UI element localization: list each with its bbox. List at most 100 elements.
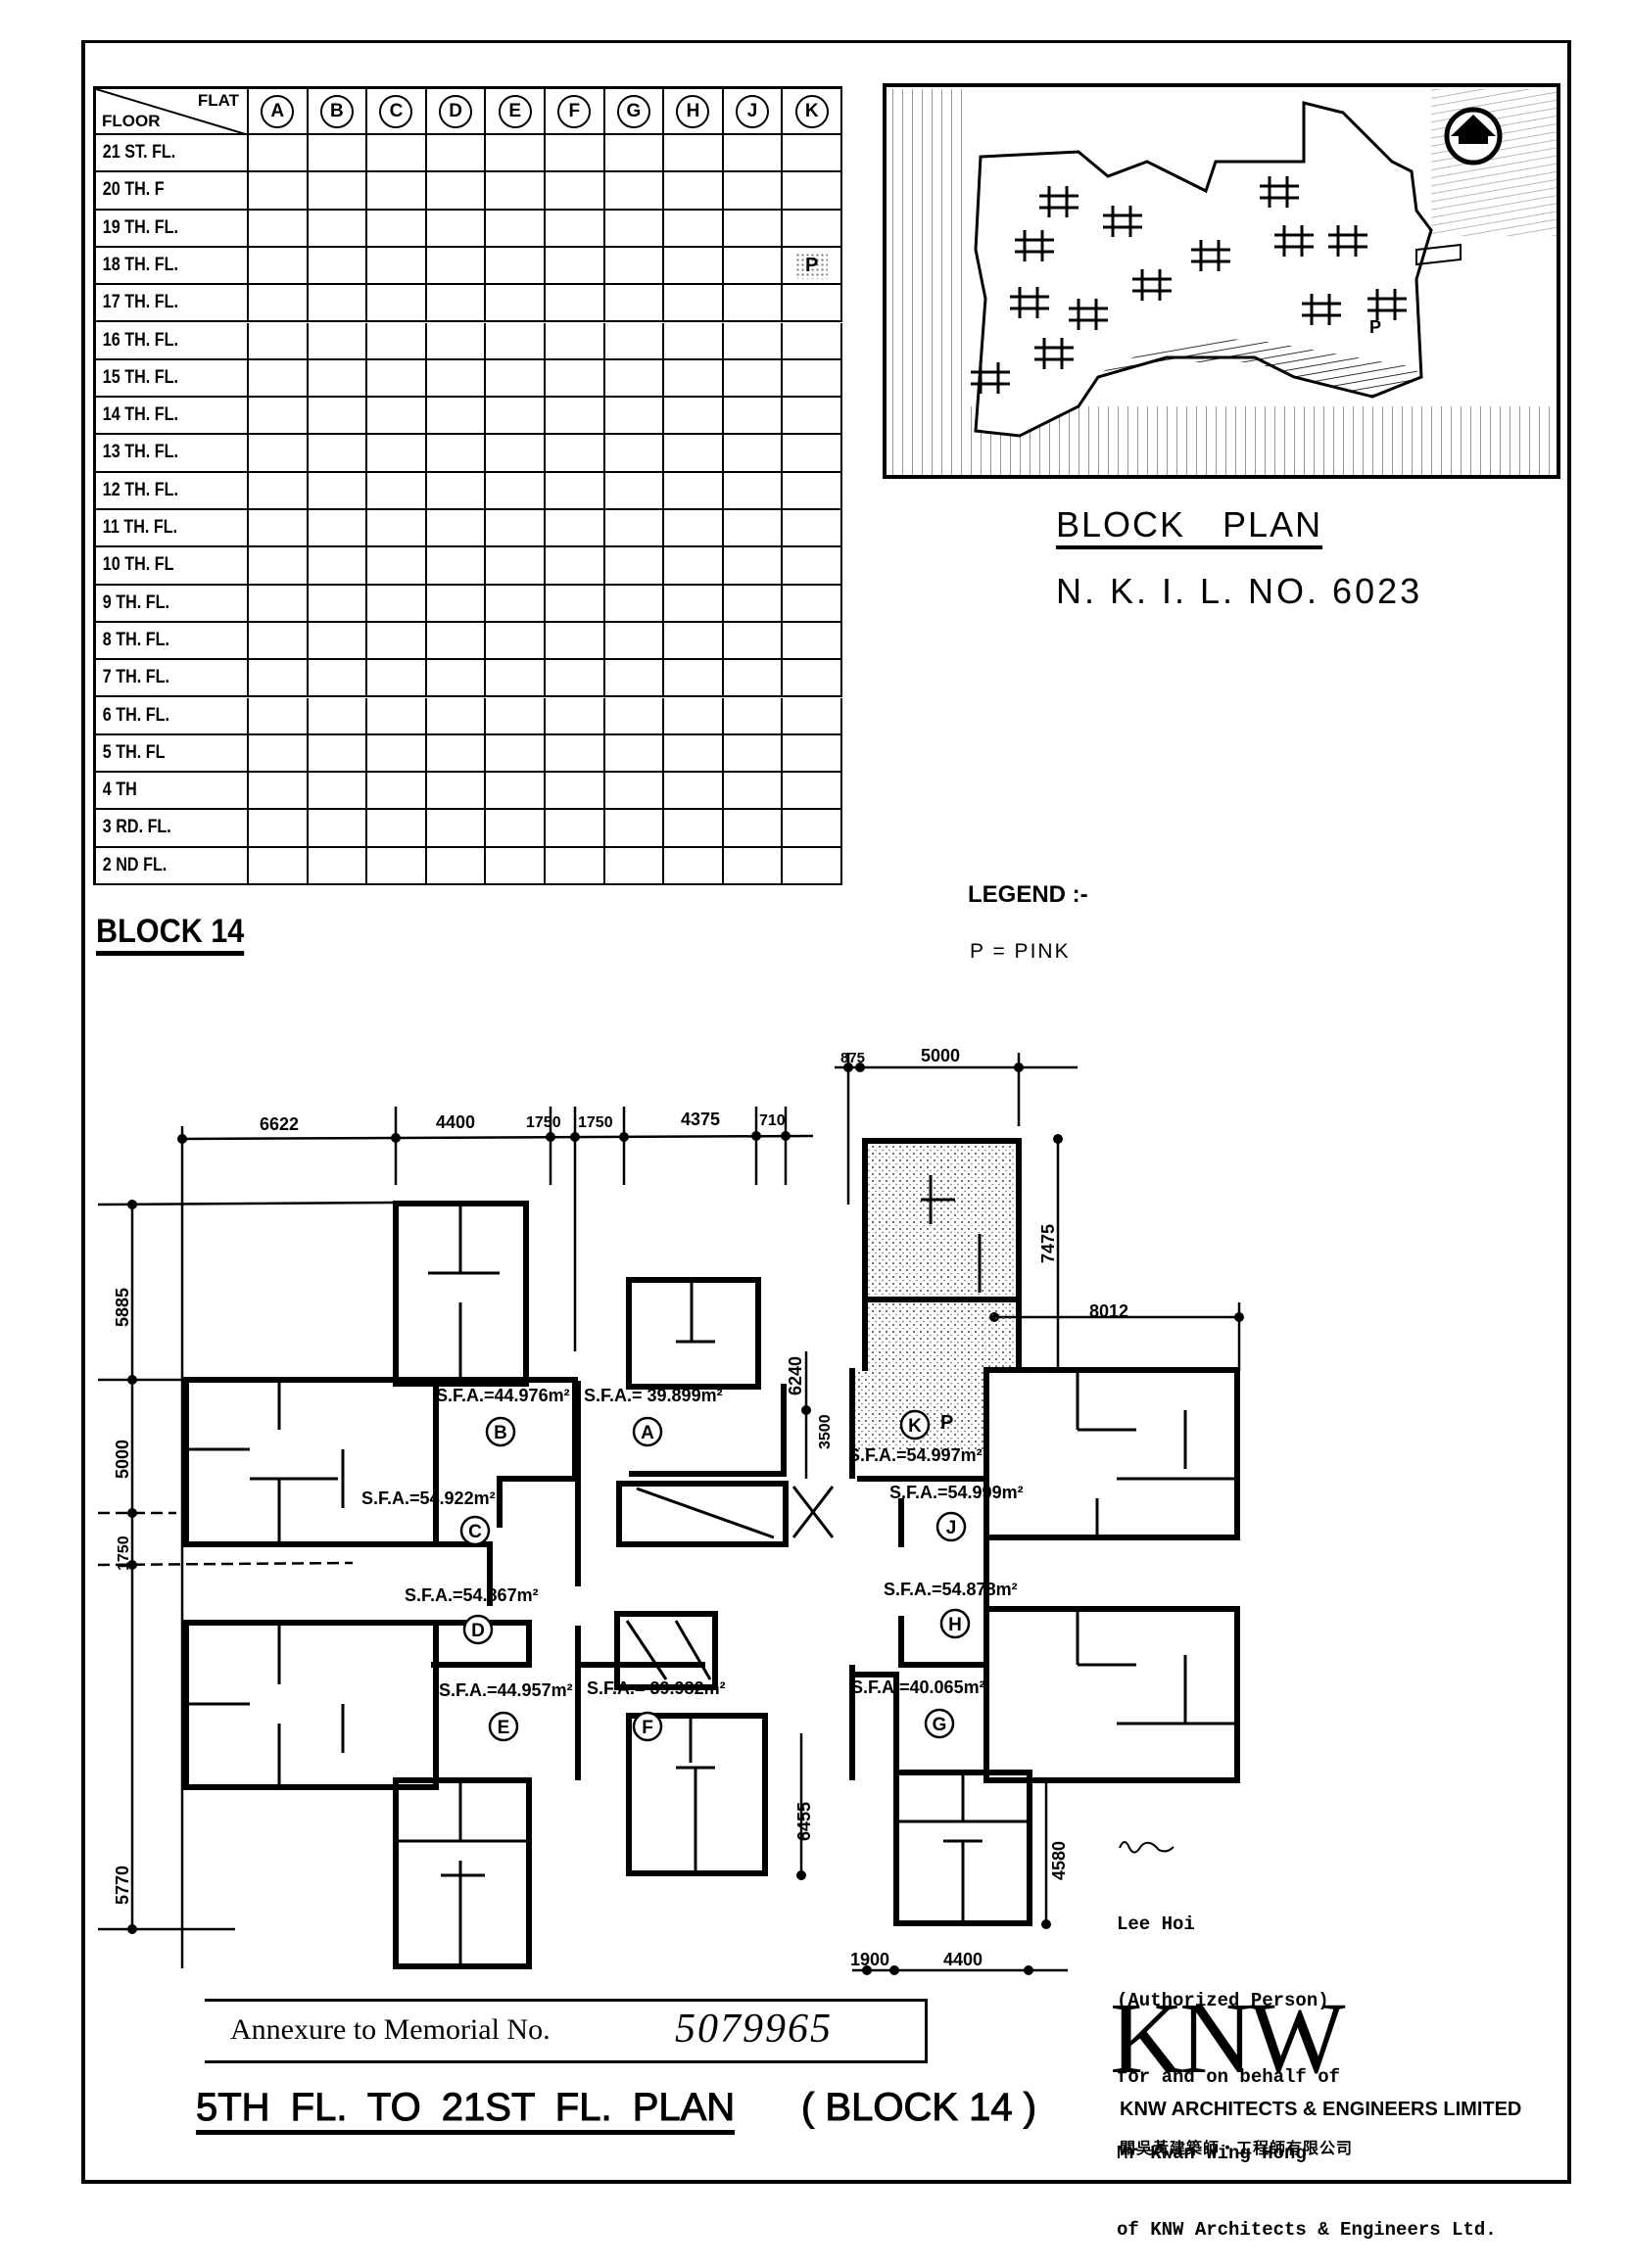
schedule-cell bbox=[783, 285, 842, 323]
schedule-cell bbox=[426, 773, 487, 811]
corner-flat-label: FLAT bbox=[197, 91, 239, 110]
schedule-cell bbox=[546, 285, 605, 323]
schedule-cell bbox=[308, 622, 368, 661]
flat-column-header: E bbox=[486, 89, 546, 135]
schedule-cell bbox=[604, 810, 665, 848]
schedule-cell bbox=[783, 585, 842, 623]
schedule-cell bbox=[486, 435, 546, 473]
flat-f-label: F bbox=[557, 94, 592, 128]
floor-label: 21 ST. FL. bbox=[102, 142, 176, 163]
schedule-cell bbox=[367, 285, 427, 323]
schedule-cell bbox=[308, 773, 368, 811]
schedule-cell bbox=[664, 622, 724, 661]
schedule-cell bbox=[367, 734, 427, 774]
annexure-label: Annexure to Memorial No. bbox=[230, 2013, 551, 2046]
schedule-cell bbox=[664, 660, 724, 698]
floor-row-label: 17 TH. FL. bbox=[96, 285, 249, 323]
schedule-cell bbox=[426, 510, 487, 548]
schedule-cell bbox=[426, 697, 487, 735]
schedule-cell bbox=[426, 585, 487, 623]
flat-column-header: K bbox=[783, 89, 842, 135]
schedule-cell bbox=[367, 172, 427, 211]
schedule-cell bbox=[486, 510, 546, 548]
schedule-cell bbox=[723, 210, 784, 248]
floor-label: 5 TH. FL bbox=[102, 741, 166, 763]
schedule-cell bbox=[308, 359, 368, 399]
schedule-cell bbox=[546, 734, 605, 774]
signature-line: Lee Hoi bbox=[1117, 1914, 1195, 1935]
schedule-cell bbox=[486, 847, 546, 885]
schedule-cell bbox=[486, 172, 546, 211]
schedule-cell bbox=[783, 810, 842, 848]
schedule-cell bbox=[486, 660, 546, 698]
schedule-cell bbox=[604, 697, 665, 735]
schedule-cell bbox=[367, 585, 427, 623]
schedule-cell bbox=[723, 510, 784, 548]
schedule-cell bbox=[249, 472, 309, 510]
flat-b-label: B bbox=[319, 94, 354, 128]
schedule-cell bbox=[664, 734, 724, 774]
schedule-cell bbox=[546, 773, 605, 811]
schedule-cell bbox=[664, 285, 724, 323]
flat-column-header: F bbox=[546, 89, 605, 135]
schedule-cell bbox=[664, 247, 724, 286]
flat-column-header: D bbox=[426, 89, 487, 135]
schedule-cell bbox=[367, 210, 427, 248]
schedule-cell bbox=[249, 359, 309, 399]
schedule-cell bbox=[604, 359, 665, 399]
schedule-cell bbox=[604, 547, 665, 586]
schedule-cell bbox=[546, 359, 605, 399]
schedule-cell bbox=[604, 585, 665, 623]
flat-d-label: D bbox=[439, 94, 473, 128]
company-name: KNW ARCHITECTS & ENGINEERS LIMITED bbox=[1120, 2099, 1522, 2120]
schedule-cell bbox=[546, 322, 605, 360]
schedule-cell bbox=[308, 734, 368, 774]
schedule-cell bbox=[783, 435, 842, 473]
schedule-cell bbox=[723, 622, 784, 661]
schedule-cell bbox=[308, 697, 368, 735]
floor-label: 2 ND FL. bbox=[102, 854, 168, 875]
schedule-cell bbox=[308, 435, 368, 473]
memorial-number: 5079965 bbox=[675, 2007, 833, 2052]
schedule-cell bbox=[783, 697, 842, 735]
schedule-cell bbox=[367, 359, 427, 399]
schedule-cell bbox=[426, 285, 487, 323]
schedule-cell bbox=[249, 547, 309, 586]
schedule-cell bbox=[249, 285, 309, 323]
schedule-cell bbox=[604, 172, 665, 211]
floor-label: 19 TH. FL. bbox=[102, 216, 178, 238]
block-plan-map: P bbox=[883, 83, 1560, 479]
floor-row-label: 20 TH. F bbox=[96, 172, 249, 211]
schedule-cell bbox=[664, 810, 724, 848]
flat-column-header: B bbox=[308, 89, 368, 135]
floor-label: 6 TH. FL. bbox=[102, 704, 169, 726]
schedule-cell bbox=[249, 247, 309, 286]
schedule-cell bbox=[664, 398, 724, 436]
schedule-cell bbox=[783, 734, 842, 774]
schedule-cell bbox=[723, 697, 784, 735]
floor-label: 9 TH. FL. bbox=[102, 591, 169, 613]
schedule-cell bbox=[604, 510, 665, 548]
schedule-cell bbox=[308, 210, 368, 248]
schedule-cell bbox=[546, 810, 605, 848]
schedule-cell bbox=[249, 810, 309, 848]
schedule-cell bbox=[426, 622, 487, 661]
schedule-cell bbox=[426, 359, 487, 399]
schedule-cell bbox=[308, 135, 368, 173]
floor-label: 12 TH. FL. bbox=[102, 479, 178, 500]
schedule-cell bbox=[783, 660, 842, 698]
schedule-cell bbox=[308, 398, 368, 436]
schedule-cell bbox=[308, 510, 368, 548]
schedule-cell bbox=[486, 810, 546, 848]
schedule-cell bbox=[723, 810, 784, 848]
floor-label: 14 TH. FL. bbox=[102, 404, 178, 426]
schedule-cell bbox=[783, 847, 842, 885]
schedule-cell bbox=[249, 773, 309, 811]
floor-row-label: 5 TH. FL bbox=[96, 734, 249, 774]
schedule-cell bbox=[546, 435, 605, 473]
schedule-cell bbox=[308, 585, 368, 623]
schedule-cell bbox=[308, 472, 368, 510]
schedule-cell bbox=[604, 285, 665, 323]
schedule-cell bbox=[783, 510, 842, 548]
floor-row-label: 2 ND FL. bbox=[96, 847, 249, 885]
